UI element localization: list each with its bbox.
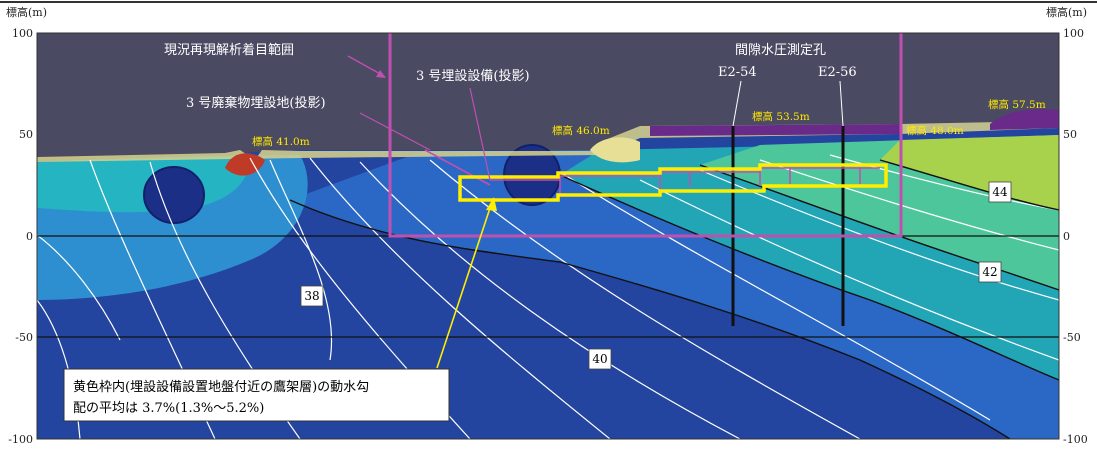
elevation-label-41: 標高 41.0m: [252, 135, 310, 148]
hole-leader-e2-54: [732, 80, 742, 127]
svg-text:40: 40: [592, 352, 607, 366]
plot-area: [37, 33, 1059, 439]
tick-label: 0: [1063, 230, 1070, 243]
tick-label: 50: [19, 128, 33, 141]
contour-value-38: 38: [300, 285, 324, 307]
right-axis-title: 標高(m): [1046, 5, 1087, 19]
ground-yellow-green-zone: [880, 135, 1059, 210]
pore-holes-label: 間隙水圧測定孔: [735, 43, 826, 58]
note-line-2: 配の平均は 3.7%(1.3%～5.2%): [73, 401, 264, 416]
left-axis-ticks: 100 50 0 -50 -100: [8, 27, 33, 446]
yellow-analysis-frame: [458, 163, 888, 202]
facility-leader: [469, 87, 491, 181]
tick-label: -100: [8, 433, 33, 446]
facility-label: 3 号埋設設備(投影): [416, 68, 530, 84]
svg-text:42: 42: [982, 265, 997, 279]
tick-label: -50: [1063, 331, 1081, 344]
gradient-note-callout: 黄色枠内(埋設設備設置地盤付近の鷹架層)の動水勾 配の平均は 3.7%(1.3%…: [63, 368, 450, 422]
waste-site-label: 3 号廃棄物埋設地(投影): [186, 95, 326, 111]
focus-range-arrow: [347, 55, 385, 77]
contour-value-40: 40: [588, 348, 612, 370]
elevation-label-53: 標高 53.5m: [752, 110, 810, 123]
svg-text:38: 38: [304, 289, 319, 303]
elevation-label-57: 標高 57.5m: [988, 98, 1046, 111]
elevation-label-48: 標高 48.0m: [906, 124, 964, 137]
elevation-label-46: 標高 46.0m: [552, 124, 610, 137]
plot-border: [36, 32, 1060, 440]
zone-boundaries: [289, 159, 1059, 439]
tick-label: 0: [26, 230, 33, 243]
mound-53m: [650, 124, 900, 136]
mound-57m: [990, 109, 1059, 130]
hole-label-e2-56: E2-56: [818, 65, 857, 80]
note-line-1: 黄色枠内(埋設設備設置地盤付近の鷹架層)の動水勾: [73, 379, 369, 395]
right-axis-ticks: 100 50 0 -50 -100: [1063, 27, 1088, 446]
note-arrowhead: [486, 197, 497, 211]
contour-value-44: 44: [988, 181, 1012, 203]
focus-range-label: 現況再現解析着目範囲: [164, 42, 294, 58]
hole-label-e2-54: E2-54: [718, 65, 757, 80]
tick-label: 100: [1063, 27, 1084, 40]
left-axis-title: 標高(m): [6, 5, 47, 19]
focus-range-frame: [388, 33, 903, 238]
waste-site-leader: [359, 112, 431, 151]
tick-label: -50: [15, 331, 33, 344]
note-arrow: [436, 201, 493, 369]
mound-46m: [590, 137, 640, 163]
svg-text:44: 44: [992, 185, 1008, 199]
tick-label: -100: [1063, 433, 1088, 446]
tick-label: 50: [1063, 128, 1077, 141]
mound-41m: [225, 153, 265, 176]
contour-value-42: 42: [978, 261, 1002, 283]
low-head-bulb-left: [143, 166, 205, 224]
focus-range-arrowhead: [376, 70, 386, 78]
hole-leader-e2-56: [839, 80, 844, 127]
tick-label: 100: [12, 27, 33, 40]
